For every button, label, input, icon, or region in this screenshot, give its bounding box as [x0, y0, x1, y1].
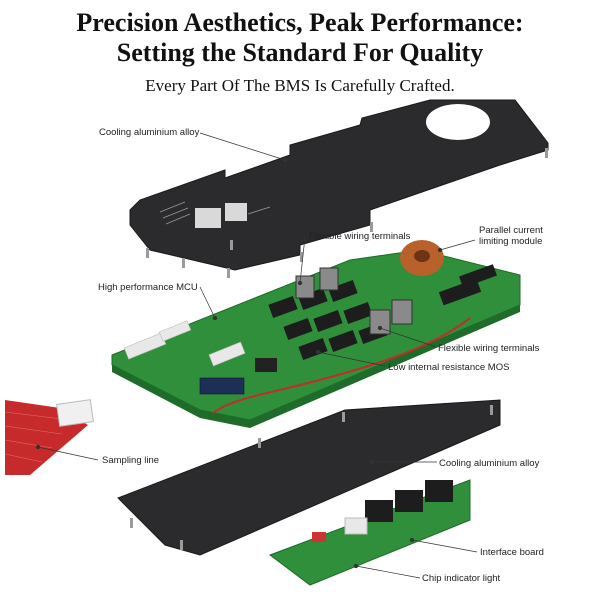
- label-mcu: High performance MCU: [98, 282, 198, 293]
- label-cooling-bottom: Cooling aluminium alloy: [439, 458, 540, 469]
- label-parallel-line1: Parallel current: [479, 225, 543, 236]
- subtitle: Every Part Of The BMS Is Carefully Craft…: [145, 76, 455, 95]
- label-chip-indicator: Chip indicator light: [422, 573, 501, 584]
- main-pcb: [111, 240, 521, 428]
- sampling-cable: [4, 399, 94, 475]
- label-flex-terminals-right: Flexible wiring terminals: [438, 343, 540, 354]
- indicator-light-icon: [312, 532, 326, 542]
- top-cooling-plate: [129, 99, 549, 278]
- label-flex-terminals-top: Flexible wiring terminals: [309, 231, 411, 242]
- copper-coil: [400, 240, 444, 276]
- label-parallel-line2: limiting module: [479, 236, 543, 247]
- headline-line-1: Precision Aesthetics, Peak Performance:: [76, 8, 524, 37]
- label-interface-board: Interface board: [480, 547, 544, 558]
- interface-board: [268, 479, 471, 586]
- label-mos: Low internal resistance MOS: [388, 362, 510, 373]
- mcu-chip: [255, 358, 277, 372]
- qr-code-icon: [195, 203, 247, 228]
- label-sampling-line: Sampling line: [102, 455, 160, 466]
- headline-line-2: Setting the Standard For Quality: [116, 38, 484, 67]
- label-cooling-top: Cooling aluminium alloy: [99, 127, 200, 138]
- bottom-cooling-plate: [117, 399, 501, 556]
